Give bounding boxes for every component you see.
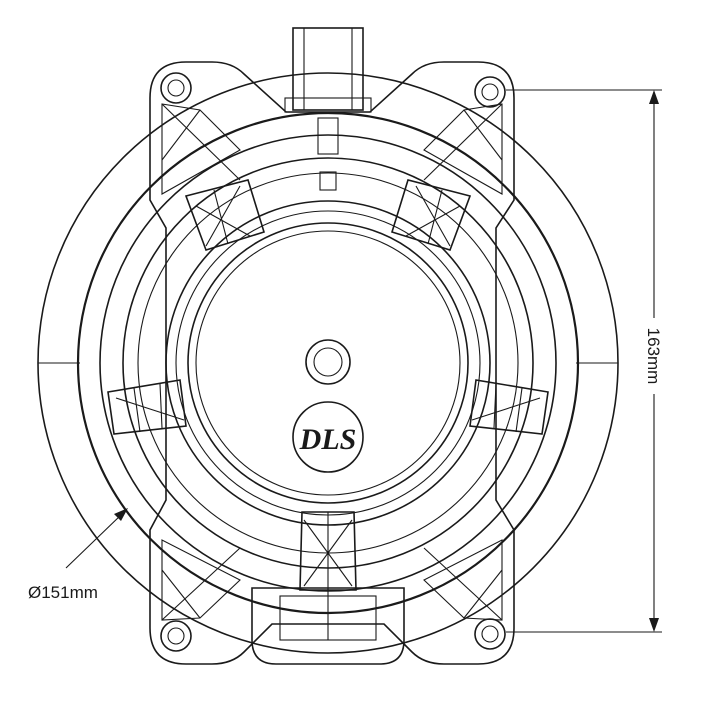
mounting-bracket	[149, 61, 515, 665]
diameter-dimension-label: Ø151mm	[28, 583, 98, 602]
height-dimension: 163mm	[506, 89, 663, 633]
brand-logo-text: DLS	[299, 423, 357, 456]
bottom-terminal-tab	[251, 587, 405, 665]
diameter-dimension: Ø151mm	[28, 508, 128, 602]
screw-holes	[160, 72, 506, 652]
brand-logo-badge: DLS	[292, 401, 364, 473]
height-dimension-label: 163mm	[644, 328, 663, 385]
terminal-connector	[284, 27, 372, 113]
dust-cap	[305, 339, 351, 385]
outer-basket-ring	[37, 72, 619, 654]
basket-spokes	[107, 117, 549, 591]
